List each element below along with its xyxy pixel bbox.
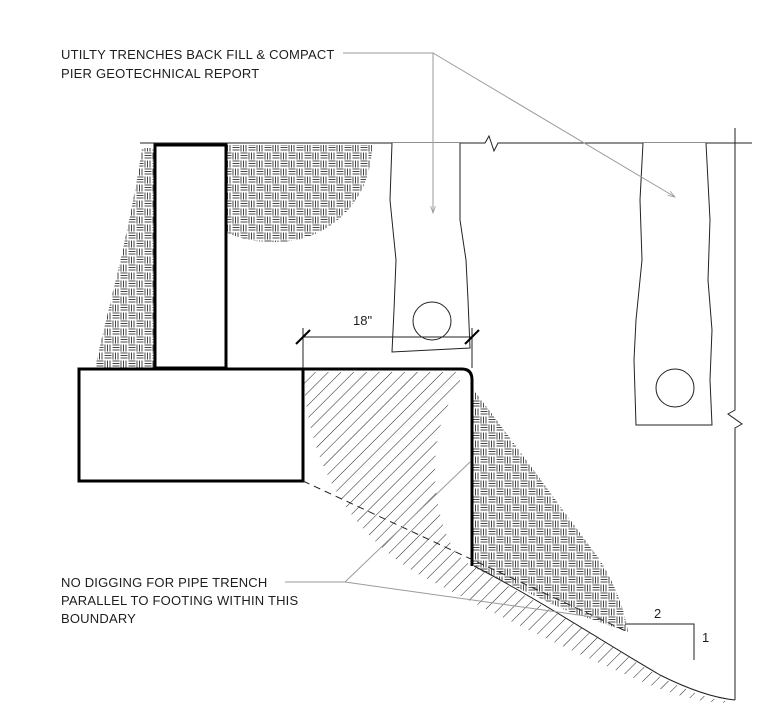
foundation-footing <box>77 367 305 483</box>
note-no-dig-line-3: BOUNDARY <box>61 611 136 626</box>
note-backfill-leader-2 <box>432 52 675 197</box>
note-no-dig-leader-2 <box>344 581 601 619</box>
trench-excavation-edge <box>303 367 474 566</box>
backfill-right-hatch <box>472 388 628 632</box>
slope-run-label: 2 <box>654 606 661 621</box>
utility-trench-2 <box>633 142 713 426</box>
slope-ratio-indicator: 2 1 <box>625 606 709 660</box>
note-no-dig-line-1: NO DIGGING FOR PIPE TRENCH <box>61 575 267 590</box>
undisturbed-soil-hatch <box>303 372 735 703</box>
utility-pipe-2 <box>655 368 695 408</box>
utility-pipe-1 <box>412 301 452 341</box>
break-line-right <box>727 128 743 700</box>
backfill-left-hatch <box>95 148 155 368</box>
note-backfill-line-2: PIER GEOTECHNICAL REPORT <box>61 66 259 81</box>
offset-dimension-label: 18" <box>353 313 372 328</box>
foundation-stem-wall <box>153 143 228 370</box>
note-backfill-line-1: UTILTY TRENCHES BACK FILL & COMPACT <box>61 47 335 62</box>
note-no-dig-line-2: PARALLEL TO FOOTING WITHIN THIS <box>61 593 298 608</box>
offset-dimension: 18" <box>295 313 480 368</box>
slope-rise-label: 1 <box>702 630 709 645</box>
slope-boundary-line <box>473 565 736 701</box>
utility-trench-1 <box>389 142 471 353</box>
backfill-top-hatch <box>226 145 372 243</box>
